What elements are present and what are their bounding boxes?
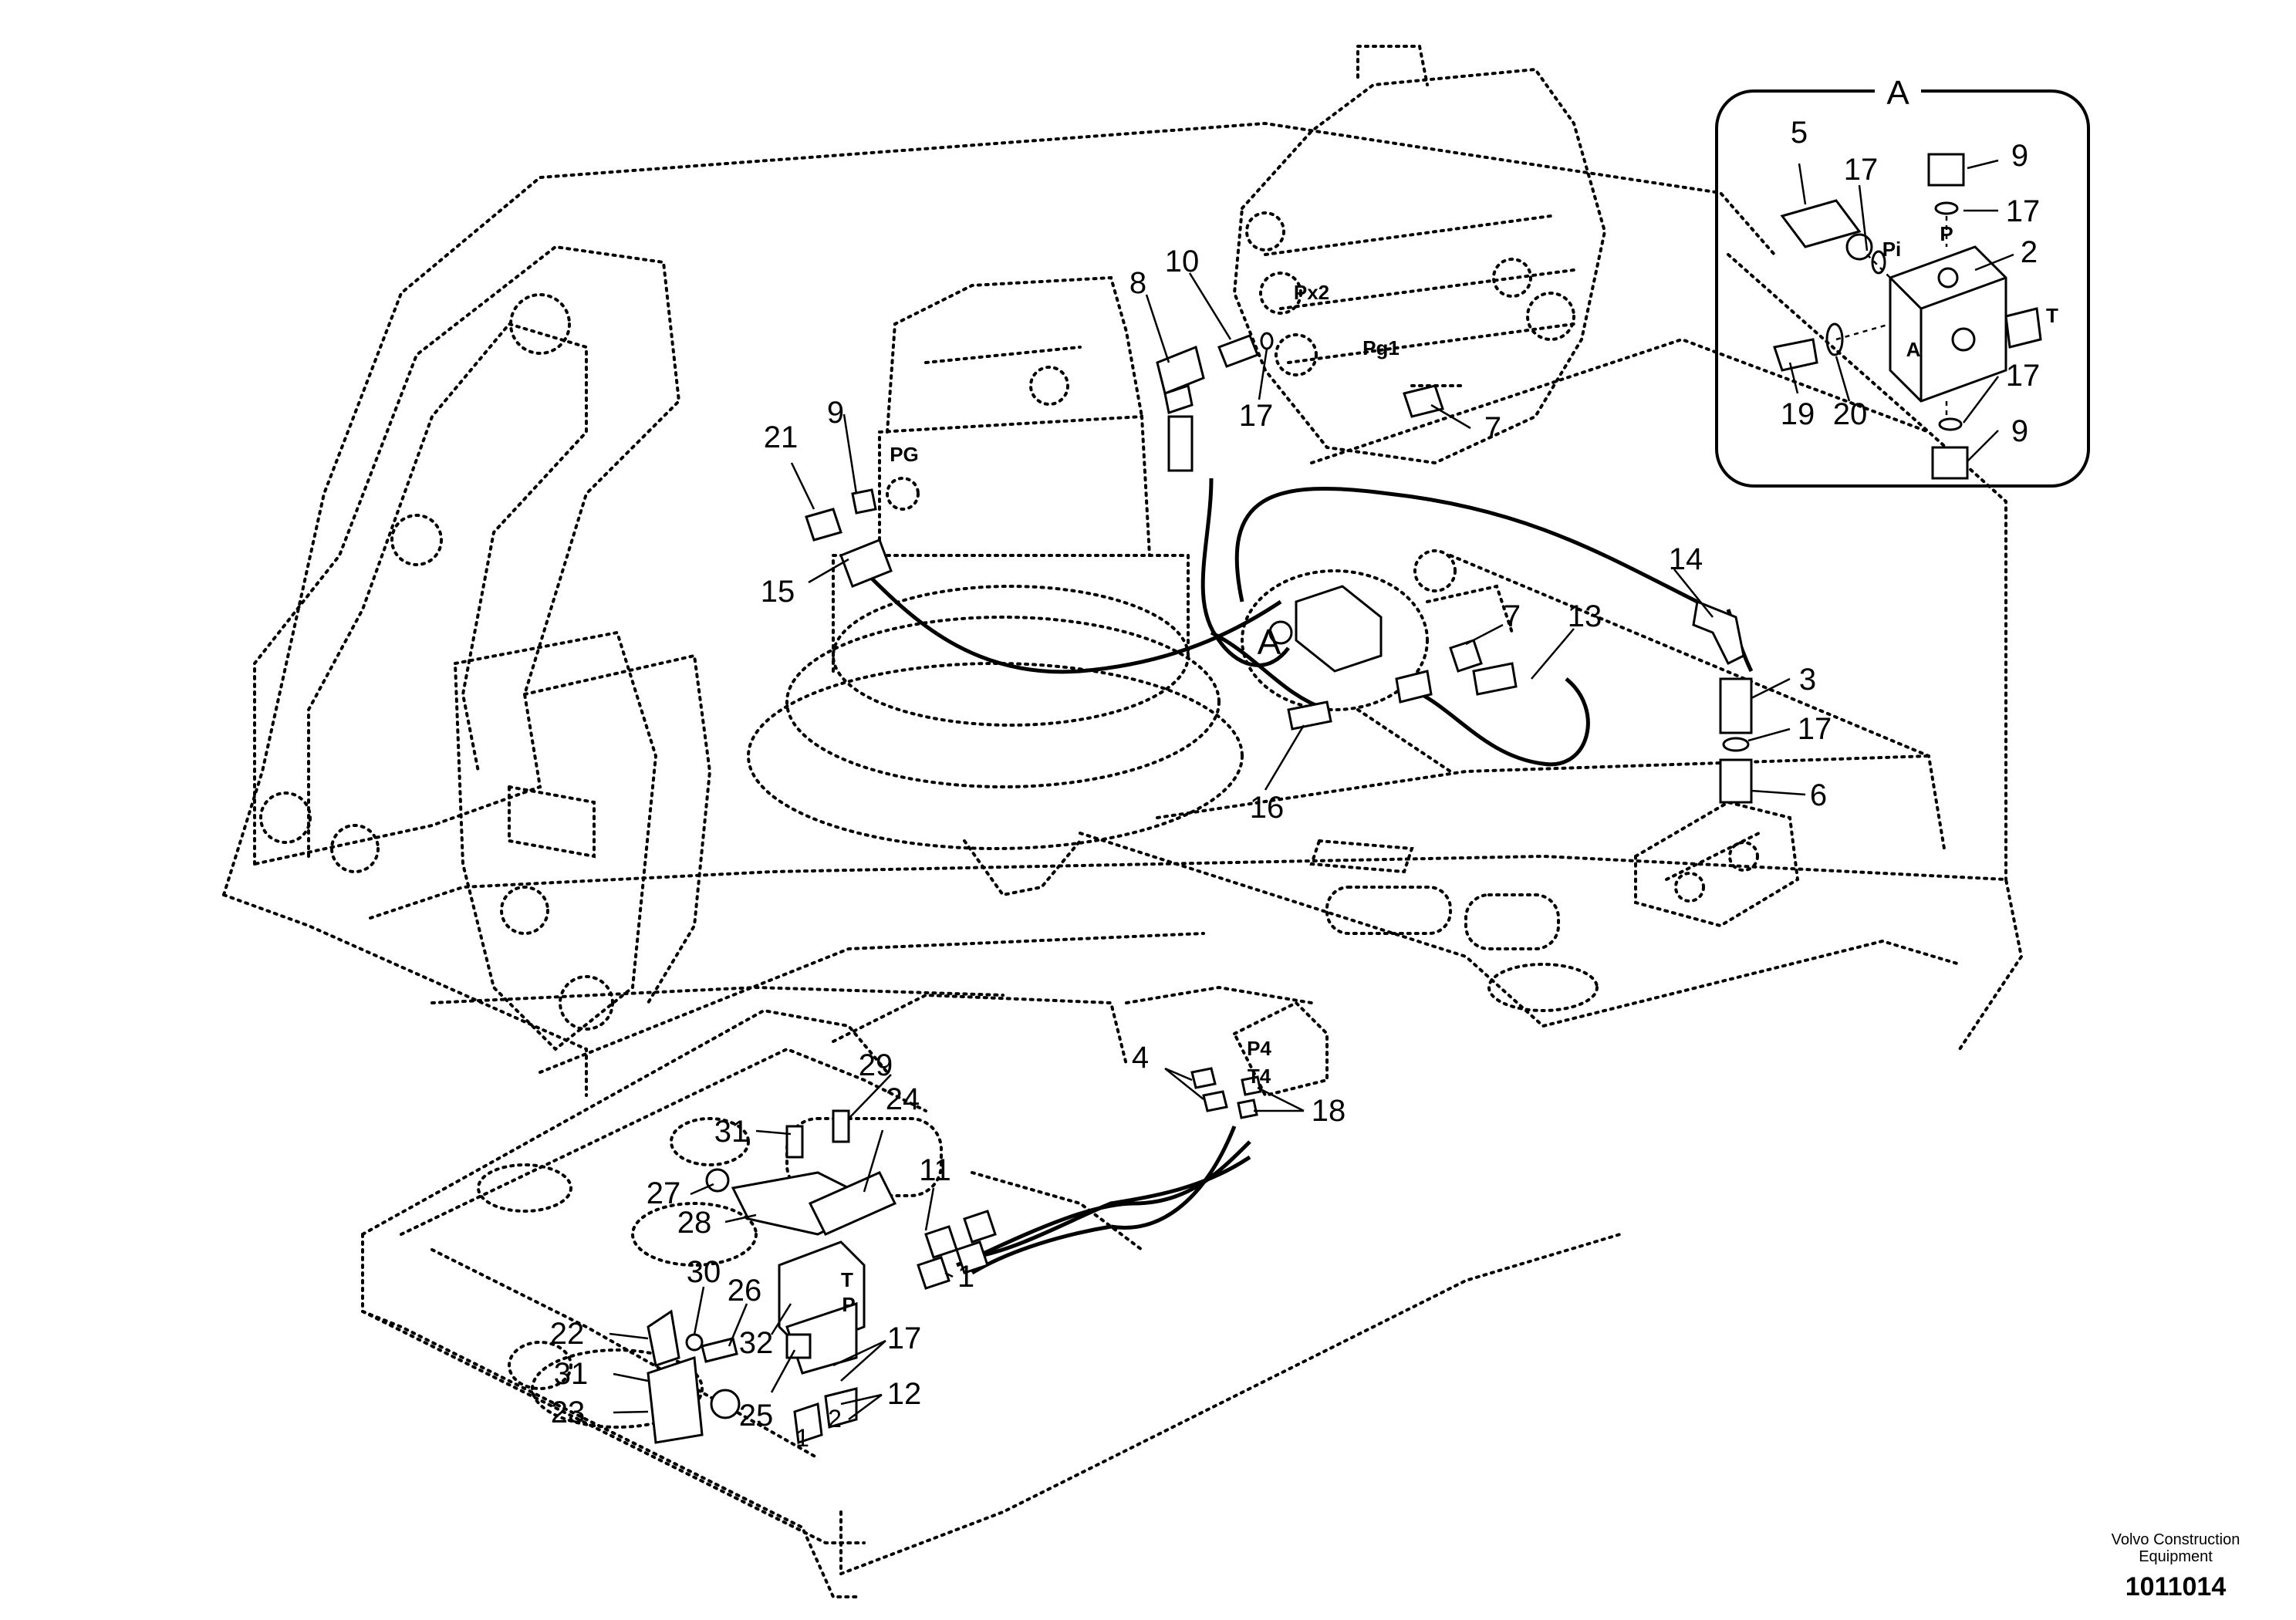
callout-9: 9	[2011, 139, 2028, 173]
callout-28: 28	[677, 1206, 712, 1240]
port-pg1: Pg1	[1362, 336, 1400, 359]
frame-cutouts-outline	[1309, 839, 1599, 1012]
callout-9: 9	[827, 396, 844, 430]
port-a-detail: A	[1906, 338, 1921, 361]
callout-16: 16	[1250, 791, 1285, 825]
callout-17: 17	[1844, 153, 1879, 187]
port-markings: PG Px2 Pg1 P4 T4 Pi P T A T P	[841, 222, 2058, 1316]
callout-29: 29	[859, 1048, 893, 1082]
detail-view-a: A	[1715, 74, 2090, 488]
callout-7: 7	[1484, 411, 1501, 445]
callout-13: 13	[1568, 599, 1602, 633]
callout-12: 12	[887, 1377, 922, 1411]
port-p4: P4	[1247, 1037, 1271, 1060]
callout-3: 3	[1799, 663, 1816, 697]
callout-22: 22	[550, 1317, 585, 1351]
callout-1: 1	[957, 1260, 974, 1294]
callout-21: 21	[764, 420, 799, 454]
callout-20: 20	[1833, 397, 1868, 431]
callout-31: 31	[554, 1357, 589, 1391]
callout-labels: 5 17 9 17 2 17 9 19 20 8 10 17 7 21 9 15…	[550, 116, 2041, 1452]
callout-9: 9	[2011, 414, 2028, 448]
callout-4: 4	[1132, 1041, 1149, 1075]
callout-26: 26	[728, 1274, 762, 1308]
port-p-detail: P	[1940, 222, 1953, 245]
callout-25: 25	[739, 1399, 774, 1433]
callout-1: 1	[795, 1424, 809, 1452]
port-t-detail: T	[2046, 304, 2058, 327]
lower-platform-outline	[361, 985, 1622, 1598]
drawing-number: 1011014	[2125, 1572, 2227, 1601]
callout-17: 17	[2006, 194, 2041, 228]
swing-motor-outline	[747, 275, 1244, 897]
callout-15: 15	[761, 575, 795, 609]
callout-24: 24	[886, 1082, 920, 1116]
detail-view-title: A	[1886, 74, 1909, 112]
port-t-pedal: T	[841, 1268, 853, 1291]
callout-14: 14	[1669, 542, 1703, 576]
publisher-credit: Volvo Construction Equipment	[2111, 1531, 2240, 1565]
callout-7: 7	[1504, 599, 1521, 633]
control-valve-outline	[1232, 45, 1607, 465]
callout-30: 30	[687, 1255, 721, 1289]
callout-6: 6	[1810, 778, 1827, 812]
port-px2: Px2	[1294, 281, 1329, 304]
upper-frame-outline	[222, 121, 2024, 1097]
callout-a: A	[1258, 622, 1281, 662]
callout-17: 17	[887, 1321, 922, 1355]
callout-31: 31	[714, 1115, 749, 1149]
callout-27: 27	[647, 1176, 681, 1210]
callout-8: 8	[1129, 266, 1146, 300]
callout-19: 19	[1781, 397, 1815, 431]
callout-5: 5	[1791, 116, 1808, 150]
callout-10: 10	[1165, 245, 1200, 278]
callout-2: 2	[828, 1405, 842, 1433]
center-joint-outline	[1241, 549, 1514, 773]
callout-18: 18	[1312, 1094, 1346, 1128]
callout-17: 17	[1798, 712, 1832, 746]
callout-32: 32	[739, 1326, 774, 1360]
callout-2: 2	[2021, 235, 2038, 269]
port-pi: Pi	[1882, 238, 1902, 261]
boom-mount-outline	[253, 245, 712, 1051]
fittings	[647, 332, 1753, 1445]
callout-17: 17	[1239, 399, 1274, 433]
callout-17: 17	[2006, 359, 2041, 393]
port-t4: T4	[1248, 1065, 1271, 1088]
port-pg: PG	[890, 443, 919, 466]
port-p-pedal: P	[842, 1293, 855, 1316]
leader-lines	[609, 159, 2014, 1421]
callout-23: 23	[551, 1396, 586, 1429]
callout-11: 11	[919, 1153, 951, 1187]
